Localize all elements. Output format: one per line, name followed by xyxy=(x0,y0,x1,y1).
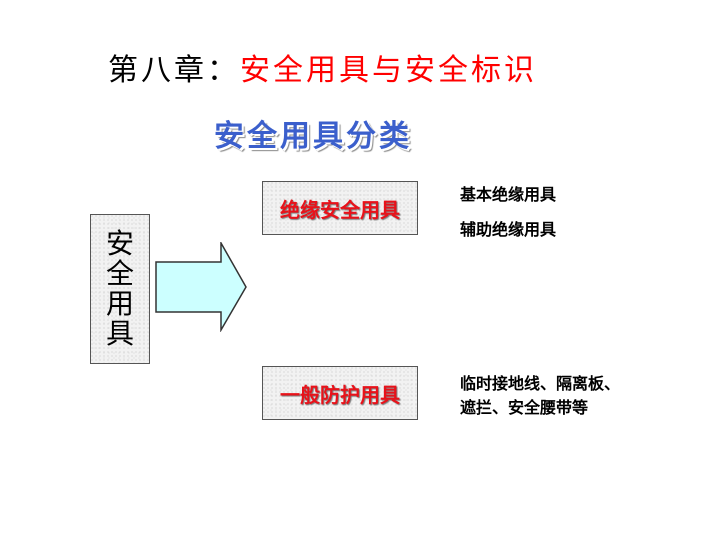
list-item: 基本绝缘用具 xyxy=(460,185,557,204)
category-box-general-protection: 一般防护用具 xyxy=(262,366,418,420)
slide-title: 第八章：安全用具与安全标识 xyxy=(108,46,668,96)
list-item: 辅助绝缘用具 xyxy=(460,220,557,239)
section-subtitle: 安全用具分类 xyxy=(214,119,412,154)
category-box-insulating: 绝缘安全用具 xyxy=(262,181,418,235)
root-label: 安全用具 xyxy=(105,227,134,350)
arrow-shape xyxy=(155,242,247,332)
category-label-insulating: 绝缘安全用具 xyxy=(280,197,400,222)
list-item: 遮拦、安全腰带等 xyxy=(460,398,589,417)
root-box: 安全用具 xyxy=(90,214,150,364)
right-arrow-icon xyxy=(155,242,247,332)
chapter-prefix: 第八章： xyxy=(108,53,240,88)
list-item: 临时接地线、隔离板、 xyxy=(460,374,621,393)
category-label-general-protection: 一般防护用具 xyxy=(280,382,400,407)
chapter-title: 安全用具与安全标识 xyxy=(240,53,537,88)
